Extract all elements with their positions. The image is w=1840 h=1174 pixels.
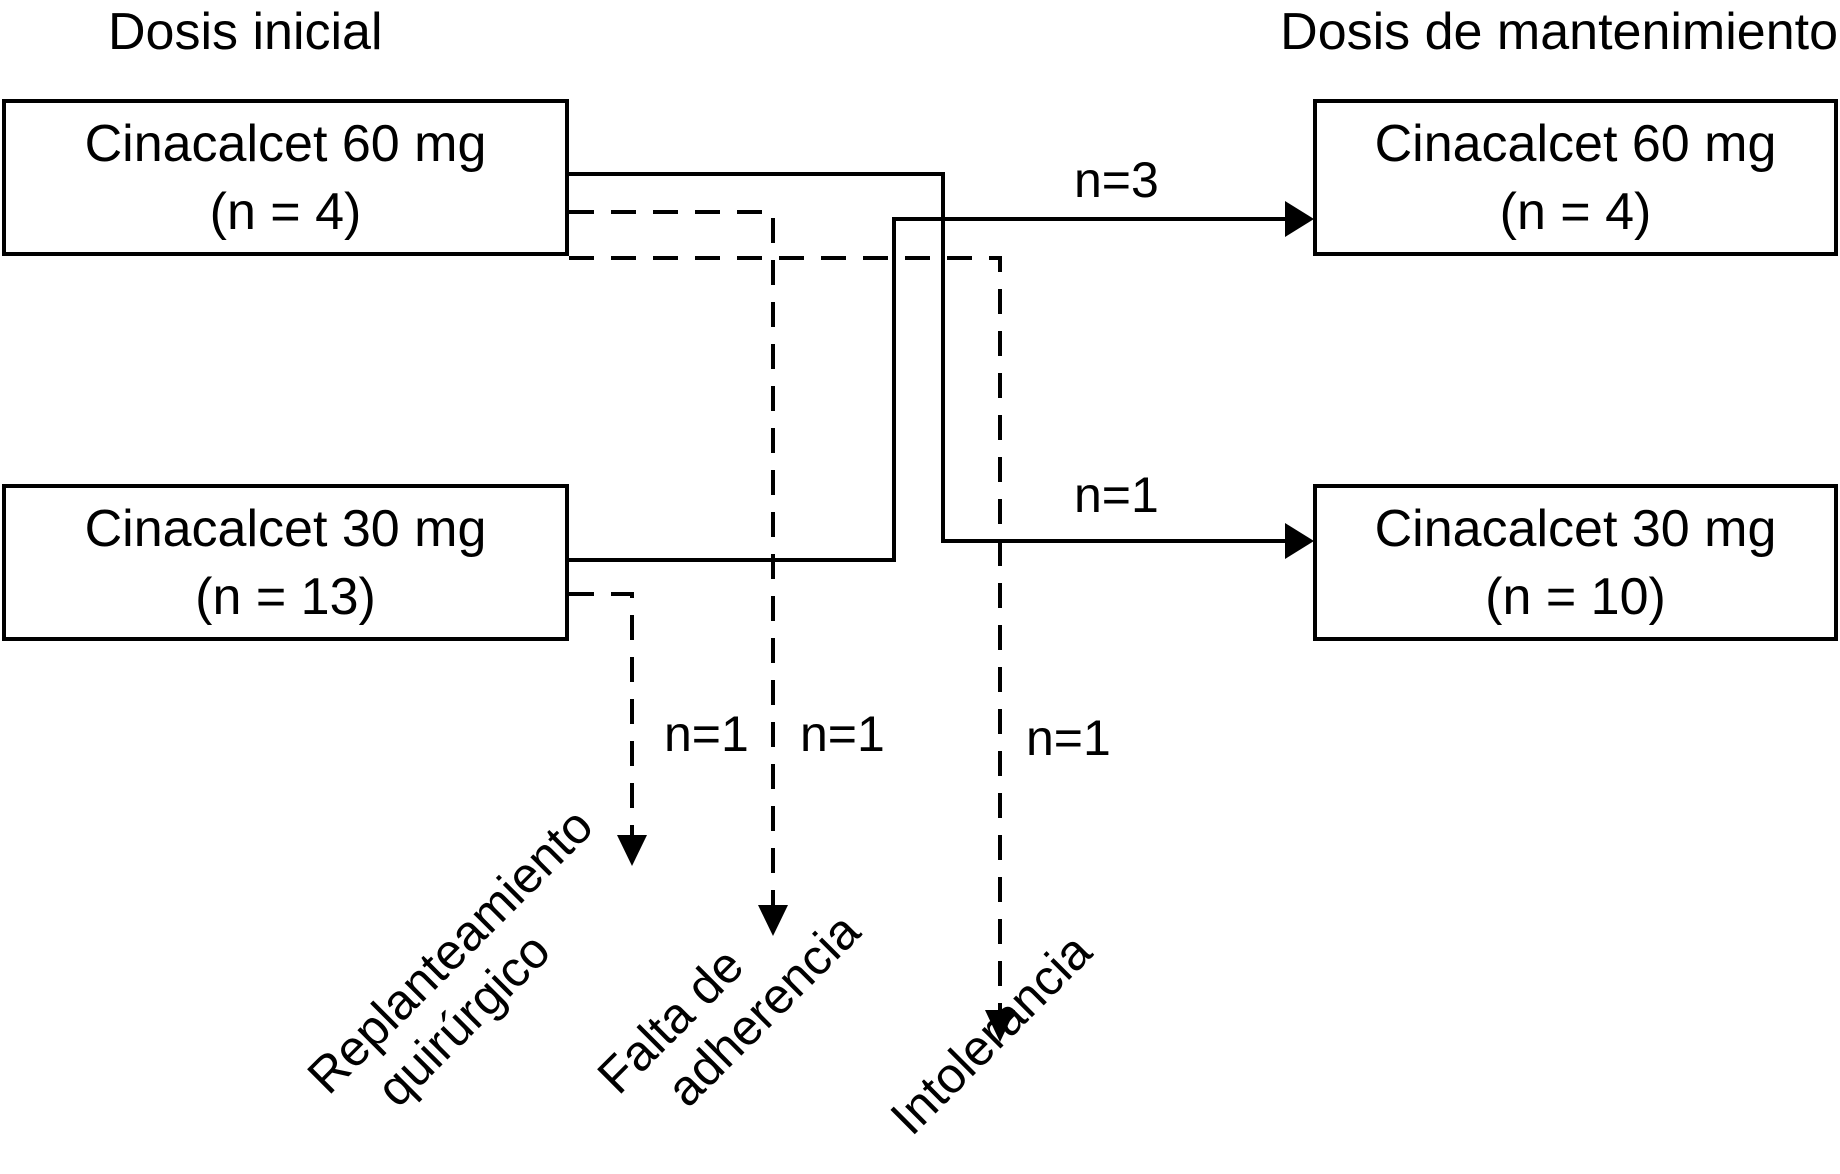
- initial-box-30mg: Cinacalcet 30 mg (n = 13): [2, 484, 569, 641]
- flow-line-30-to-60: [569, 217, 1285, 562]
- box-count-label: (n = 4): [209, 182, 362, 241]
- box-count-label: (n = 13): [195, 567, 376, 626]
- arrowhead-falta-adherencia: [758, 905, 788, 936]
- arrowhead-intolerancia: [985, 1010, 1015, 1042]
- flow-label-to-maint-30: n=1: [1074, 467, 1159, 523]
- box-count-label: (n = 10): [1485, 567, 1666, 626]
- flow-label-replanteamiento: n=1: [664, 706, 749, 762]
- maintenance-box-60mg: Cinacalcet 60 mg (n = 4): [1313, 99, 1838, 256]
- flow-line-replanteamiento: [569, 592, 634, 835]
- arrowhead-to-maint-30: [1285, 523, 1314, 559]
- box-drug-label: Cinacalcet 30 mg: [1374, 499, 1777, 558]
- flow-label-intolerancia: n=1: [1026, 710, 1111, 766]
- maintenance-box-30mg: Cinacalcet 30 mg (n = 10): [1313, 484, 1838, 641]
- flow-line-60-to-30: [569, 172, 1285, 543]
- arrowhead-replanteamiento: [617, 835, 647, 866]
- box-drug-label: Cinacalcet 30 mg: [84, 499, 487, 558]
- box-count-label: (n = 4): [1499, 182, 1652, 241]
- flow-label-to-maint-60: n=3: [1074, 152, 1159, 208]
- initial-dose-header: Dosis inicial: [108, 3, 383, 61]
- box-drug-label: Cinacalcet 60 mg: [1374, 114, 1777, 173]
- flow-line-intolerancia: [569, 256, 1002, 1010]
- maintenance-dose-header: Dosis de mantenimiento: [1280, 3, 1838, 61]
- flow-label-falta-adherencia: n=1: [800, 706, 885, 762]
- arrowhead-to-maint-60: [1285, 201, 1314, 237]
- initial-box-60mg: Cinacalcet 60 mg (n = 4): [2, 99, 569, 256]
- box-drug-label: Cinacalcet 60 mg: [84, 114, 487, 173]
